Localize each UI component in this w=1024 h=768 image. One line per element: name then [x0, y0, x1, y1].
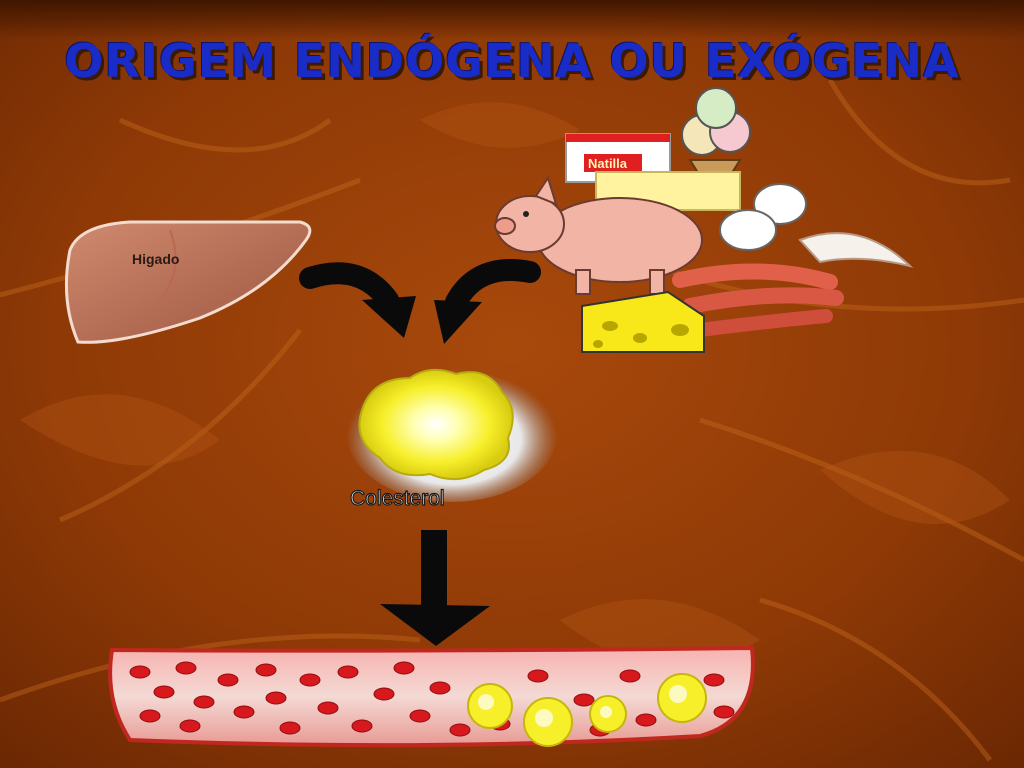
cholesterol-label: Colesterol	[350, 487, 445, 510]
eggs-icon	[719, 183, 807, 251]
leaf-vein-decoration	[0, 78, 1024, 762]
liver-label: Higado	[132, 251, 179, 267]
cheese-icon	[581, 290, 705, 353]
cholesterol-blob: Colesterol	[346, 362, 558, 511]
shrimp-icon	[798, 232, 914, 268]
blood-vessel-illustration	[108, 645, 755, 748]
dietary-foods-illustration: Natilla	[494, 87, 914, 353]
arrow-cholesterol-to-vessel	[380, 530, 490, 646]
ice-cream-icon	[681, 87, 751, 202]
arrow-food-to-cholesterol	[434, 259, 541, 344]
custard-brand-label: Natilla	[588, 156, 628, 171]
red-blood-cells	[129, 661, 735, 737]
pig-icon	[494, 175, 703, 295]
sausages-icon	[672, 263, 844, 337]
slide-title: ORIGEM ENDÓGENA OU EXÓGENA	[64, 34, 960, 88]
arrow-liver-to-cholesterol	[299, 262, 416, 338]
liver-illustration: Higado	[64, 220, 312, 344]
